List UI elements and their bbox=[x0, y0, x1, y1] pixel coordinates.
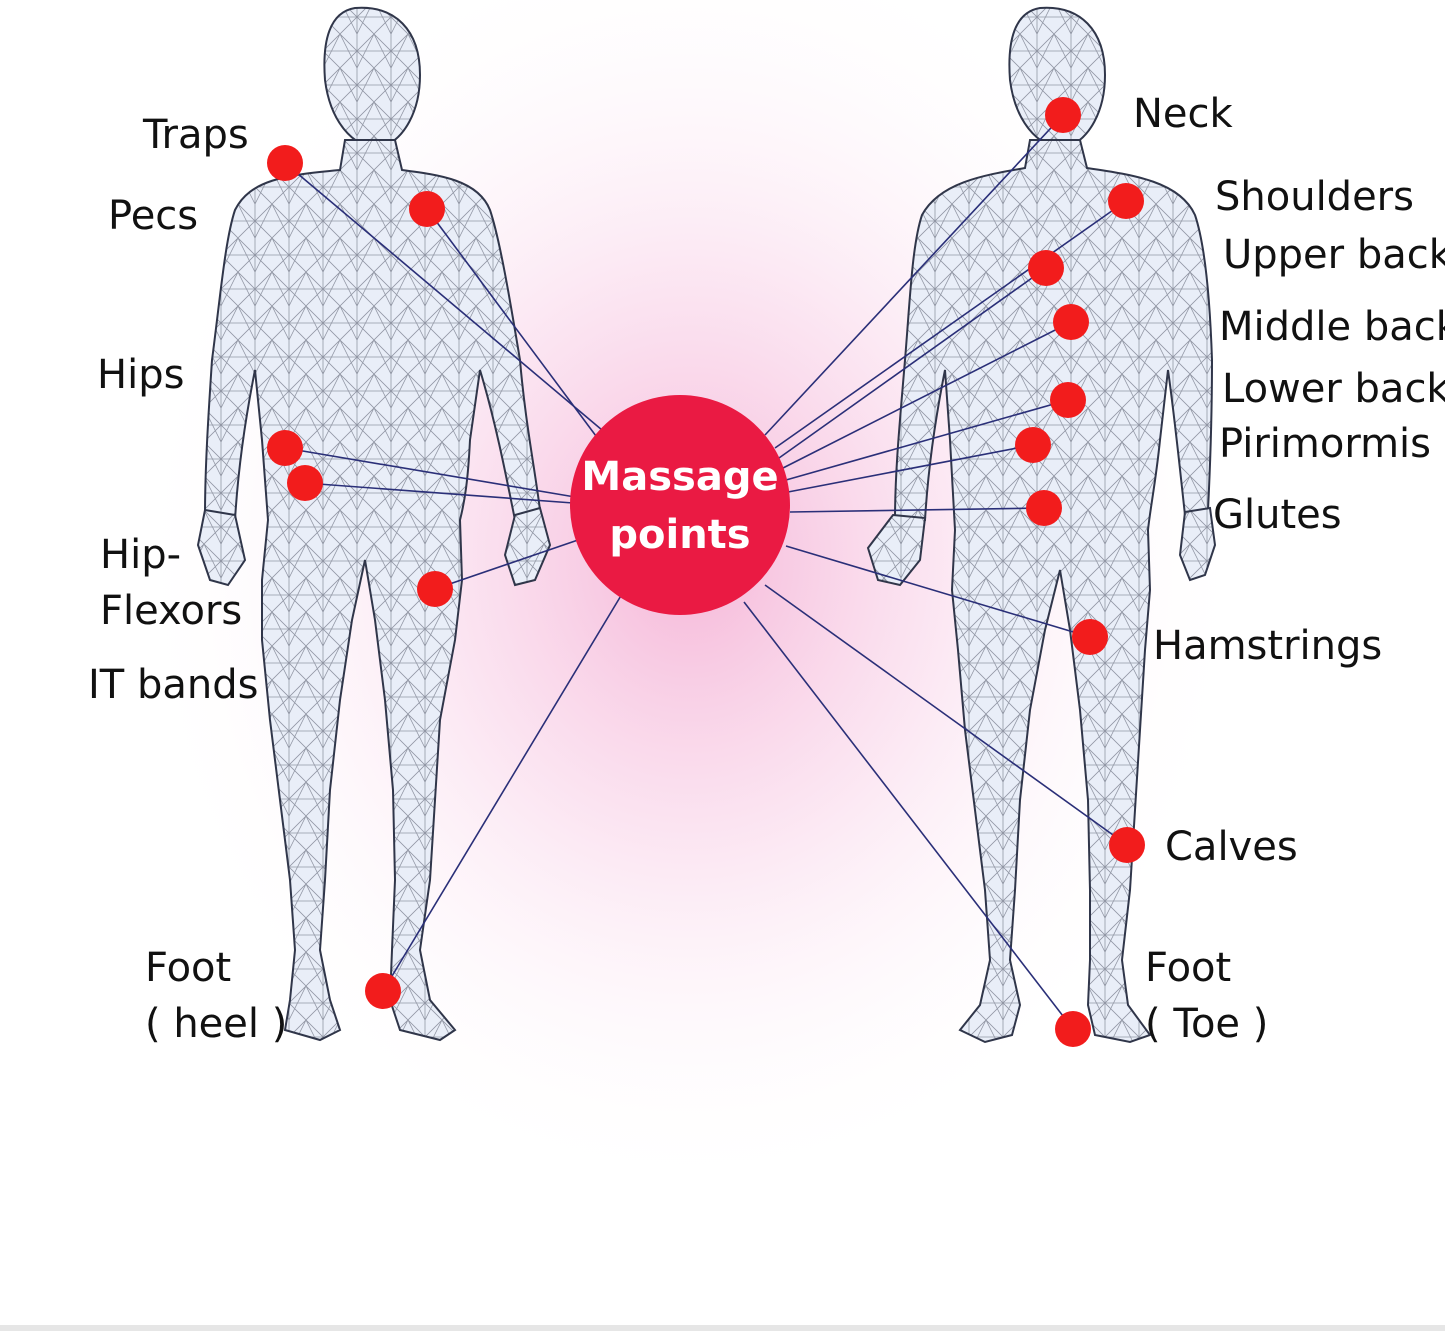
line-hips bbox=[284, 447, 576, 498]
label-middle-back: Middle back bbox=[1219, 304, 1445, 350]
label-hip-flexors: Hip- Flexors bbox=[100, 532, 243, 634]
dot-it-bands bbox=[417, 571, 453, 607]
line-traps bbox=[284, 162, 603, 431]
dot-foot-heel bbox=[365, 973, 401, 1009]
dot-pecs bbox=[409, 191, 445, 227]
label-hamstrings: Hamstrings bbox=[1153, 623, 1383, 669]
line-pirimormis bbox=[787, 444, 1034, 493]
dot-shoulders bbox=[1108, 183, 1144, 219]
label-shoulders: Shoulders bbox=[1215, 174, 1414, 220]
line-middle-back bbox=[782, 321, 1072, 469]
label-traps: Traps bbox=[143, 112, 249, 158]
dot-foot-toe bbox=[1055, 1011, 1091, 1047]
line-it-bands bbox=[434, 539, 579, 590]
human-back-wireframe-icon bbox=[866, 6, 1217, 1044]
line-neck bbox=[764, 114, 1064, 436]
dot-upper-back bbox=[1028, 250, 1064, 286]
dot-hamstrings bbox=[1072, 619, 1108, 655]
label-hips: Hips bbox=[97, 352, 185, 398]
massage-dots bbox=[267, 97, 1145, 1047]
dot-middle-back bbox=[1053, 304, 1089, 340]
line-lower-back bbox=[785, 399, 1069, 481]
dot-hip-flexors bbox=[287, 465, 323, 501]
label-it-bands: IT bands bbox=[88, 662, 259, 708]
dot-calves bbox=[1109, 827, 1145, 863]
label-upper-back: Upper back bbox=[1223, 232, 1445, 278]
line-foot-heel bbox=[382, 593, 623, 992]
label-calves: Calves bbox=[1165, 824, 1298, 870]
human-front-wireframe-icon bbox=[196, 6, 552, 1042]
massage-points-circle bbox=[570, 395, 790, 615]
line-hamstrings bbox=[785, 545, 1091, 638]
line-glutes bbox=[789, 507, 1045, 513]
dot-lower-back bbox=[1050, 382, 1086, 418]
line-foot-toe bbox=[743, 601, 1074, 1030]
connector-lines bbox=[284, 114, 1128, 1030]
dot-traps bbox=[267, 145, 303, 181]
line-upper-back bbox=[778, 267, 1047, 459]
line-hip-flexors bbox=[304, 482, 574, 504]
center-label: Massage points bbox=[581, 454, 779, 558]
dot-pirimormis bbox=[1015, 427, 1051, 463]
dot-glutes bbox=[1026, 490, 1062, 526]
label-foot-toe: Foot ( Toe ) bbox=[1145, 945, 1269, 1047]
bottom-divider bbox=[0, 1325, 1445, 1331]
label-neck: Neck bbox=[1133, 91, 1233, 137]
dot-neck bbox=[1045, 97, 1081, 133]
label-foot-heel: Foot ( heel ) bbox=[145, 945, 288, 1047]
label-pecs: Pecs bbox=[108, 193, 199, 239]
line-calves bbox=[764, 584, 1128, 846]
dot-hips bbox=[267, 430, 303, 466]
label-pirimormis: Pirimormis bbox=[1219, 421, 1432, 467]
label-glutes: Glutes bbox=[1213, 492, 1342, 538]
label-lower-back: Lower back bbox=[1222, 366, 1445, 412]
line-shoulders bbox=[774, 200, 1127, 449]
line-pecs bbox=[426, 208, 597, 437]
